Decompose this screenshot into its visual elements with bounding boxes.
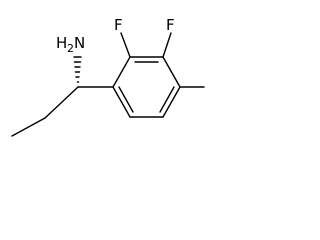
atom-label-layer: H 2 N F F xyxy=(56,16,175,55)
bond-fluorine-right xyxy=(162,32,172,58)
amine-label-n: N xyxy=(74,34,85,52)
bond-fluorine-left xyxy=(120,32,131,58)
benzene-ring xyxy=(112,56,181,118)
bond-ethyl-ch2 xyxy=(44,86,79,119)
chemical-structure: H 2 N F F xyxy=(11,16,205,137)
hashed-wedge-bond xyxy=(73,56,82,83)
fluorine-label-right: F xyxy=(166,16,175,34)
amine-label-subscript: 2 xyxy=(67,42,74,55)
amine-label-h: H xyxy=(56,34,67,52)
bond-ethyl-ch3 xyxy=(11,117,46,137)
bond-layer xyxy=(11,32,205,137)
fluorine-label-left: F xyxy=(114,16,123,34)
